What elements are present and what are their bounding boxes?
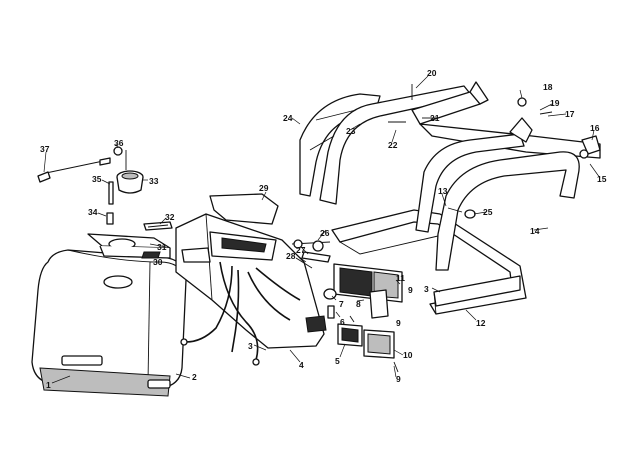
- callout-24: 24: [283, 113, 293, 123]
- callout-7: 7: [339, 299, 344, 309]
- callout-8: 8: [356, 299, 361, 309]
- rear-tray: [331, 209, 527, 315]
- wiring-harness: [180, 261, 301, 366]
- callout-numbers: 1 2 3 3 4 5 6 7 8 9 9 9 10 11 12 13 14 1…: [40, 68, 607, 390]
- callout-34: 34: [88, 207, 98, 217]
- callout-37: 37: [40, 144, 50, 154]
- bracket: [143, 221, 173, 231]
- callout-3: 3: [248, 341, 253, 351]
- leader-lines: [43, 75, 601, 384]
- callout-10: 10: [403, 350, 413, 360]
- callout-21: 21: [430, 113, 440, 123]
- callout-16: 16: [590, 123, 600, 133]
- console-panel: [175, 193, 327, 349]
- callout-15: 15: [597, 174, 607, 184]
- callout-28: 28: [286, 251, 296, 261]
- tail-light-assembly: [323, 263, 403, 373]
- callout-19: 19: [550, 98, 560, 108]
- callout-35: 35: [92, 174, 102, 184]
- callout-25: 25: [483, 207, 493, 217]
- callout-29: 29: [259, 183, 269, 193]
- callout-3: 3: [424, 284, 429, 294]
- callout-22: 22: [388, 140, 398, 150]
- callout-33: 33: [149, 176, 159, 186]
- callout-5: 5: [335, 356, 340, 366]
- linkage: [291, 239, 331, 269]
- callout-9: 9: [396, 318, 401, 328]
- callout-11: 11: [396, 273, 405, 283]
- callout-12: 12: [476, 318, 486, 328]
- callout-32: 32: [165, 212, 175, 222]
- callout-1: 1: [46, 380, 51, 390]
- filler-neck: [87, 233, 171, 259]
- callout-9: 9: [408, 285, 413, 295]
- callout-30: 30: [153, 257, 163, 267]
- callout-2: 2: [192, 372, 197, 382]
- fuel-gauge: [37, 146, 144, 225]
- callout-36: 36: [114, 138, 124, 148]
- callout-4: 4: [299, 360, 304, 370]
- callout-17: 17: [565, 109, 575, 119]
- callout-26: 26: [320, 228, 330, 238]
- callout-13: 13: [438, 186, 448, 196]
- callout-20: 20: [427, 68, 437, 78]
- frame-hoop: [299, 81, 601, 271]
- fuel-tank: [31, 249, 187, 397]
- callout-14: 14: [530, 226, 540, 236]
- callout-9: 9: [396, 374, 401, 384]
- callout-23: 23: [346, 126, 356, 136]
- callout-18: 18: [543, 82, 553, 92]
- callout-27: 27: [296, 245, 306, 255]
- callout-6: 6: [340, 317, 345, 327]
- callout-31: 31: [157, 242, 167, 252]
